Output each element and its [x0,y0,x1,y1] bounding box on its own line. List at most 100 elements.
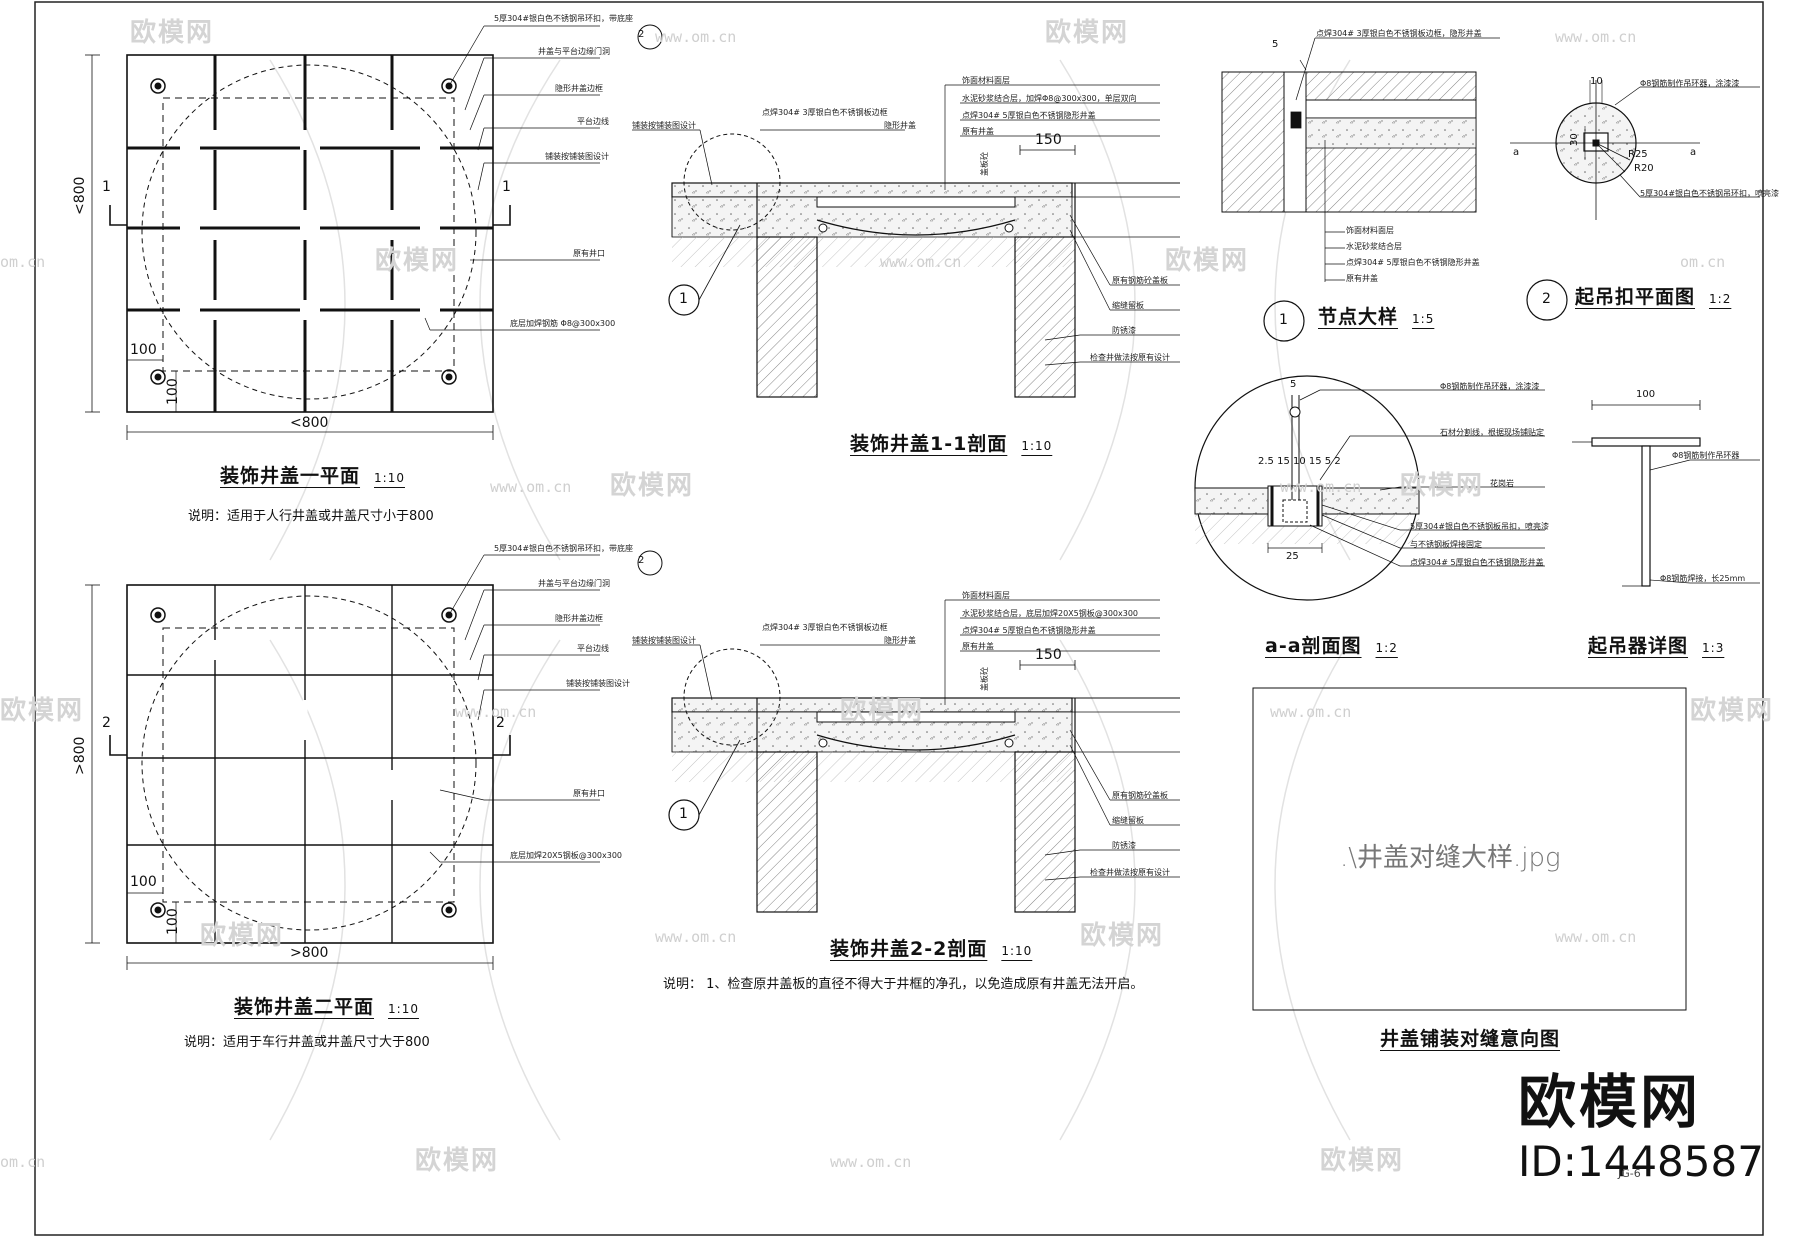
watermark-url: om.cn [0,1153,46,1171]
watermark-url: www.om.cn [455,703,537,721]
watermark-url: www.om.cn [1555,928,1637,946]
section1-top-label: 点焊304# 3厚银白色不锈钢板边框 [762,108,888,117]
section2-right-label: 检查井做法按原有设计 [1090,868,1170,877]
section2-left-label: 铺装按铺装图设计 [632,636,696,645]
plan2-dim-vertical: >800 [72,736,88,775]
watermark-logo: 欧模网 [1320,1146,1405,1176]
plan1-label: 底层加焊钢筋 Φ8@300x300 [510,319,616,328]
plan2-dim-horizontal: >800 [290,945,329,961]
aa-label: Φ8钢筋制作吊环器，涂漆漆 [1440,382,1540,391]
node-detail-title-text: 节点大样 [1318,306,1399,328]
lifter-dim-100: 100 [1636,389,1656,400]
section1-right-label: 原有钢筋砼盖板 [1112,276,1168,285]
plan2-label: 平台边线 [577,644,609,653]
lifter-label: Φ8钢筋焊接，长25mm [1660,574,1746,583]
watermark-url: om.cn [0,253,46,271]
plan2-dim-100b: 100 [165,908,181,935]
section1-right-top-label: 饰面材料面层 [962,76,1010,85]
aa-section-title: a-a剖面图 1:2 [1265,637,1398,656]
watermark-url: www.om.cn [490,478,572,496]
lift-plan-label: Φ8钢筋制作吊环器，涂漆漆 [1640,79,1740,88]
plan2-cut-right: 2 [496,715,505,731]
plan2-cut-left: 2 [102,715,111,731]
section1-right-label: 检查井做法按原有设计 [1090,353,1170,362]
section2-dim: 150 [1035,647,1062,663]
plan1-scale: 1:10 [374,471,405,485]
plan1-label: 隐形井盖边框 [555,84,603,93]
joint-image-frame [1252,687,1687,1011]
sheet-number: JG-6 [1618,1167,1641,1180]
section2-right-label: 缩缝留板 [1112,816,1144,825]
node-detail-label: 水泥砂浆结合层 [1346,242,1402,251]
joint-title-text: 井盖铺装对缝意向图 [1380,1028,1561,1050]
watermark-logo: 欧模网 [1690,696,1775,726]
lift-plan-drawing [1510,80,1760,321]
lift-plan-cut-a: a [1690,147,1697,158]
section2-title-text: 装饰井盖2-2剖面 [830,938,988,960]
section2-right-top-label: 饰面材料面层 [962,591,1010,600]
aa-section-title-text: a-a剖面图 [1265,635,1362,657]
watermark-logo: 欧模网 [0,696,85,726]
watermark-url: www.om.cn [830,1153,912,1171]
lift-plan-r20: R20 [1634,163,1654,174]
plan2-note: 说明：适用于车行井盖或井盖尺寸大于800 [184,1035,430,1050]
aa-label: 5厚304#银白色不锈钢板吊扣，喷亮漆 [1410,522,1550,531]
watermark-logo: 欧模网 [415,1146,500,1176]
section1-right-top-label: 原有井盖 [962,127,994,136]
watermark-logo: 欧模网 [610,471,695,501]
aa-dim-25: 25 [1286,551,1299,562]
plan2-callout: 2 [638,555,645,566]
joint-title: 井盖铺装对缝意向图 [1380,1030,1560,1049]
aa-label: 点焊304# 5厚银白色不锈钢隐形井盖 [1410,558,1544,567]
section1-right-top-label: 点焊304# 5厚银白色不锈钢隐形井盖 [962,111,1096,120]
lift-plan-scale: 1:2 [1709,292,1732,306]
section2-top-label: 隐形井盖 [884,636,916,645]
aa-dims-row: 2.5 15 10 15 5 2 [1258,456,1341,467]
plan2-label: 井盖与平台边缘门洞 [538,579,610,588]
plan2-label: 底层加焊20X5钢板@300x300 [510,851,623,860]
section1-right-top-label: 水泥砂浆结合层，加焊Φ8@300x300，单层双向 [962,94,1137,103]
watermark-url: www.om.cn [655,928,737,946]
plan2-drawing [85,550,663,970]
lift-plan-r25: R25 [1628,149,1648,160]
section2-right-label: 原有钢筋砼盖板 [1112,791,1168,800]
lift-plan-cut-a: a [1513,147,1520,158]
lift-plan-label: 5厚304#银白色不锈钢吊环扣，喷亮漆 [1640,189,1780,198]
aa-section-scale: 1:2 [1375,641,1398,655]
plan1-dim-100a: 100 [130,342,157,358]
node-detail-label: 饰面材料面层 [1346,226,1394,235]
section1-top-label: 隐形井盖 [884,121,916,130]
plan1-dim-horizontal: <800 [290,415,329,431]
section2-right-label: 防锈漆 [1112,841,1136,850]
plan1-drawing [85,24,663,440]
watermark-logo: 欧模网 [375,246,460,276]
watermark-logo: 欧模网 [840,696,925,726]
watermark-logo: 欧模网 [1045,18,1130,48]
plan1-callout: 2 [638,29,645,40]
brand-logo: 欧模网 [1518,1068,1702,1136]
node-detail-drawing [1221,37,1500,342]
section2-right-top-label: 点焊304# 5厚银白色不锈钢隐形井盖 [962,626,1096,635]
plan2-dim-100a: 100 [130,874,157,890]
plan2-label: 铺装按铺装图设计 [566,679,630,688]
plan2-label: 隐形井盖边框 [555,614,603,623]
section2-scale: 1:10 [1001,944,1033,958]
section1-scale: 1:10 [1021,439,1053,453]
section2-note: 说明： 1、检查原井盖板的直径不得大于井框的净孔，以免造成原有井盖无法开启。 [663,977,1144,992]
section1-dim: 150 [1035,132,1062,148]
plan1-label: 铺装按铺装图设计 [545,152,609,161]
plan1-label: 平台边线 [577,117,609,126]
watermark-logo: 欧模网 [1165,246,1250,276]
plan1-cut-left: 1 [102,179,111,195]
watermark-url: www.om.cn [1555,28,1637,46]
watermark-url: www.om.cn [1270,703,1352,721]
plan1-label: 5厚304#银白色不锈钢吊环扣，带底座 [494,14,634,23]
section2-right-top-label: 水泥砂浆结合层，底层加焊20X5钢板@300x300 [962,609,1139,618]
lifter-drawing [1572,400,1760,587]
